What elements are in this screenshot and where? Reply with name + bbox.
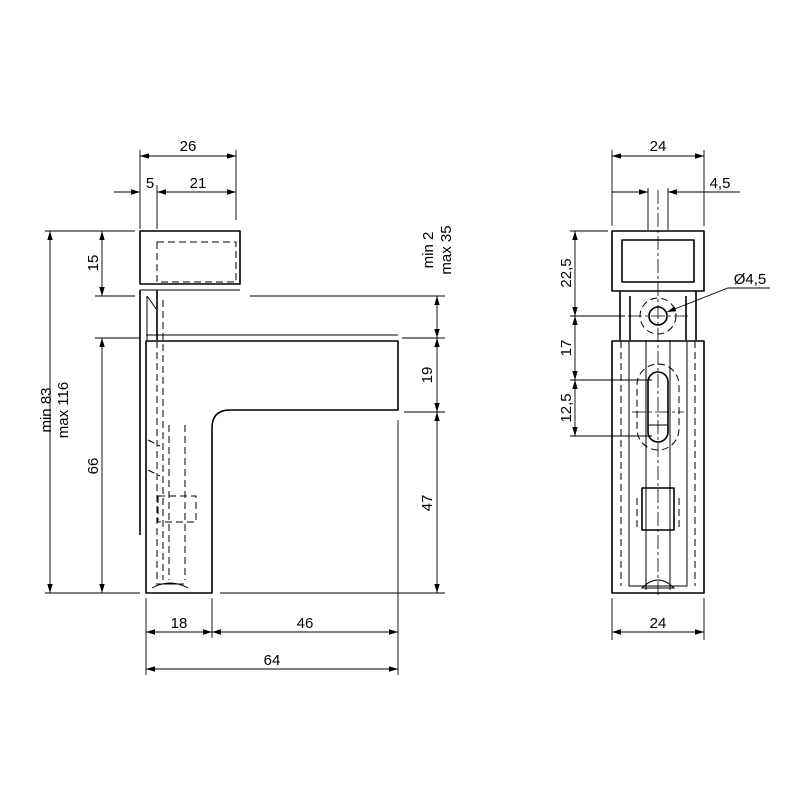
l-shaped-body xyxy=(145,340,399,594)
dim-26: 26 xyxy=(180,138,197,155)
top-clamp-block xyxy=(139,230,241,285)
adjustment-slot xyxy=(647,371,669,443)
dim-min-2: min 2 xyxy=(420,232,437,269)
front-view: 24 4,5 Ø4,5 22,5 17 12,5 24 xyxy=(558,138,770,640)
dim-19: 19 xyxy=(419,367,436,384)
dim-4-5: 4,5 xyxy=(710,175,731,192)
dim-5: 5 xyxy=(146,175,154,192)
side-view: 26 5 21 15 min 83 max 116 66 min 2 max 3… xyxy=(38,138,455,675)
dim-24-top: 24 xyxy=(650,138,667,155)
dim-24-bottom: 24 xyxy=(650,615,667,632)
dim-18: 18 xyxy=(171,615,188,632)
dim-hole-diameter: Ø4,5 xyxy=(734,271,767,288)
dim-47: 47 xyxy=(419,495,436,512)
vertical-lip xyxy=(139,290,158,535)
dim-21: 21 xyxy=(190,175,207,192)
dim-15: 15 xyxy=(85,255,102,272)
dim-max-116: max 116 xyxy=(55,382,72,438)
dim-22-5: 22,5 xyxy=(558,258,575,287)
dim-66: 66 xyxy=(85,458,102,475)
dim-17: 17 xyxy=(558,340,575,357)
dim-min-83: min 83 xyxy=(38,387,55,432)
dim-64: 64 xyxy=(264,652,281,669)
dim-max-35: max 35 xyxy=(438,225,455,274)
dim-12-5: 12,5 xyxy=(558,393,575,422)
dim-46: 46 xyxy=(297,615,314,632)
